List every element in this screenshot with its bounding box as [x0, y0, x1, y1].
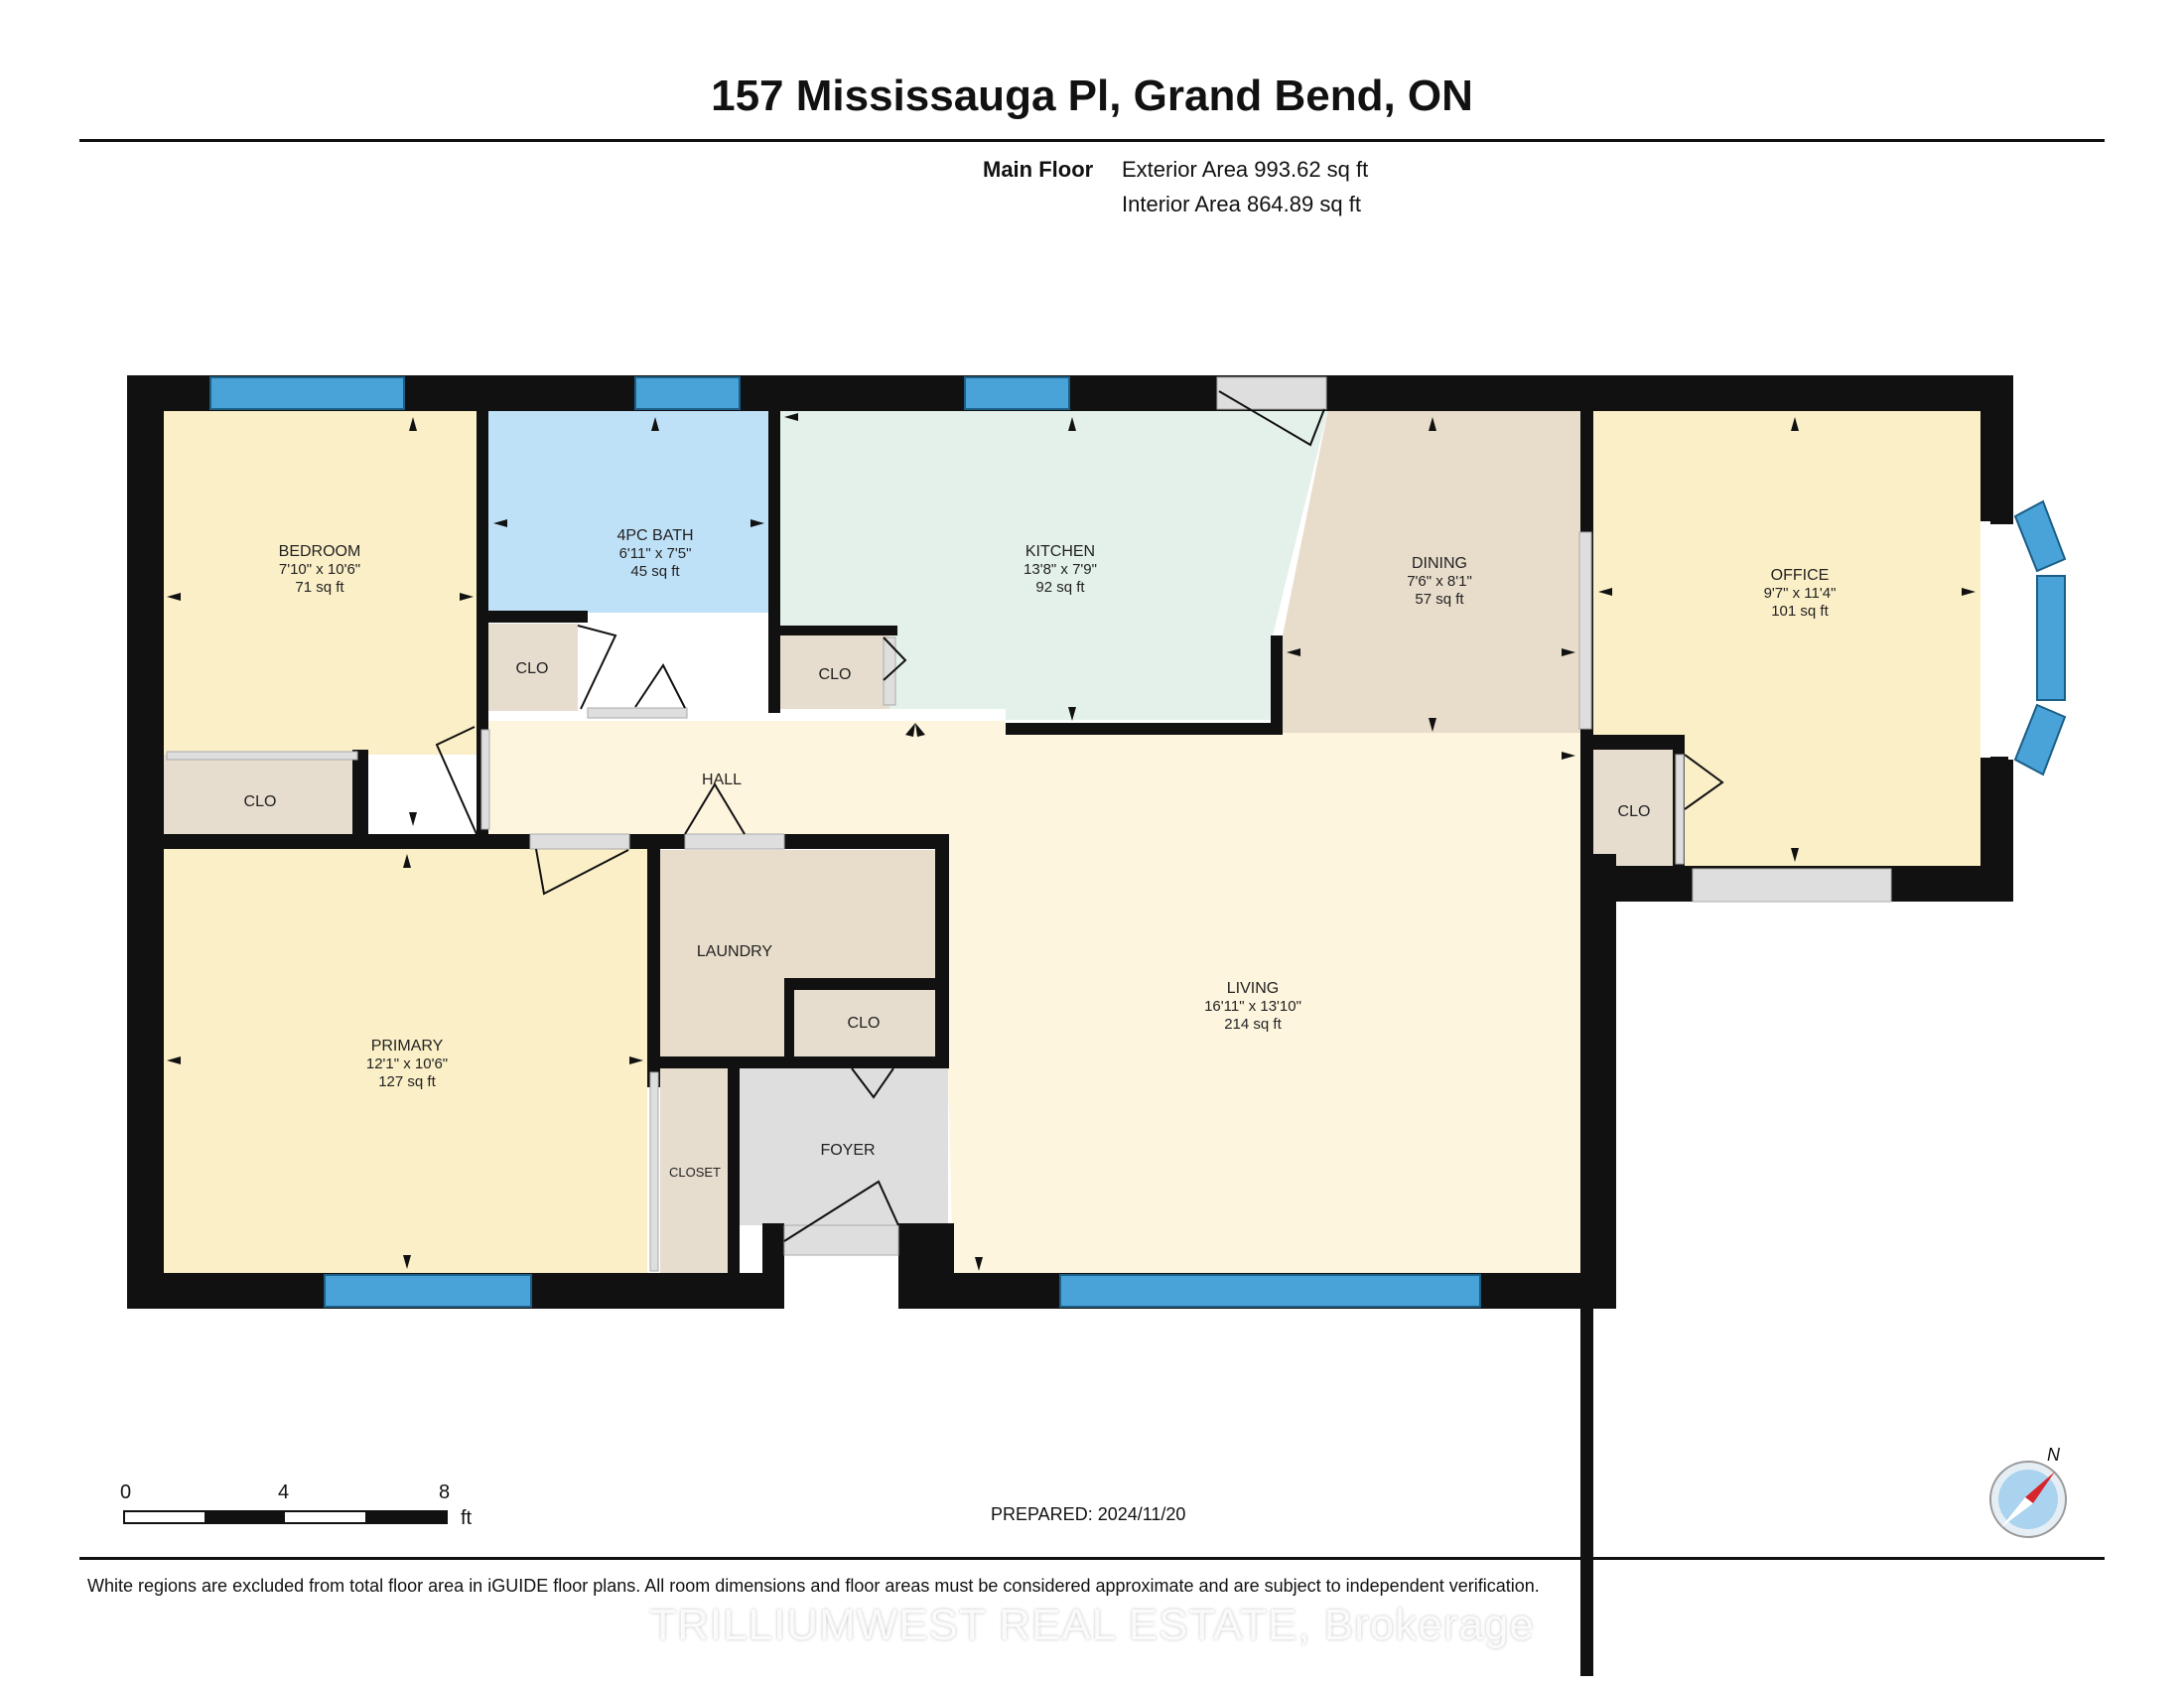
foyer-area	[740, 1068, 948, 1225]
dining-dims: 7'6" x 8'1"	[1407, 573, 1472, 590]
bedroom-dims: 7'10" x 10'6"	[279, 561, 360, 578]
door-openings	[166, 376, 1892, 1272]
hall-name: HALL	[702, 772, 742, 788]
primary-area	[164, 849, 647, 1273]
interior-area: Interior Area 864.89 sq ft	[1122, 192, 1361, 216]
prepared-date: PREPARED: 2024/11/20	[991, 1504, 1186, 1524]
scale-unit: ft	[461, 1507, 473, 1529]
dining-name: DINING	[1412, 555, 1467, 572]
compass-icon	[1989, 1461, 2067, 1538]
kitchen-name: KITCHEN	[1025, 543, 1095, 560]
office-closet	[1593, 750, 1673, 866]
office-name: OFFICE	[1771, 567, 1830, 584]
bedroom-closet-label: CLO	[244, 793, 277, 810]
laundry-closet-label: CLO	[848, 1015, 881, 1032]
bath-closet-label: CLO	[516, 660, 549, 677]
bath-name: 4PC BATH	[616, 527, 693, 544]
exterior-area: Exterior Area 993.62 sq ft	[1122, 157, 1369, 182]
scale-tick-8: 8	[439, 1481, 451, 1503]
bath-closet	[488, 624, 578, 711]
kitchen-area-text: 92 sq ft	[1035, 579, 1085, 596]
bedroom-area-text: 71 sq ft	[295, 579, 344, 596]
living-name: LIVING	[1227, 980, 1279, 997]
dimension-markers	[167, 413, 1976, 1271]
primary-area-text: 127 sq ft	[378, 1073, 436, 1090]
title-divider	[79, 139, 2105, 142]
compass-north-label: N	[2047, 1445, 2060, 1465]
bath-area	[488, 409, 768, 613]
office-closet-label: CLO	[1618, 803, 1651, 820]
kitchen-dims: 13'8" x 7'9"	[1024, 561, 1097, 578]
hall-living-area	[488, 721, 1580, 1273]
footer-divider	[79, 1557, 2105, 1560]
door-swings	[435, 390, 1724, 1242]
foyer-name: FOYER	[820, 1142, 875, 1159]
scale-tick-4: 4	[278, 1481, 290, 1503]
bedroom-area	[164, 409, 477, 755]
laundry-closet	[792, 990, 936, 1056]
dining-area-text: 57 sq ft	[1415, 591, 1464, 608]
living-area-text: 214 sq ft	[1224, 1016, 1282, 1033]
kitchen-closet-label: CLO	[819, 666, 852, 683]
bay-window-opening	[1980, 521, 1990, 758]
page-title: 157 Mississauga Pl, Grand Bend, ON	[711, 71, 1473, 120]
scale-tick-0: 0	[120, 1481, 132, 1503]
floor-label: Main Floor	[983, 157, 1094, 182]
laundry-name: LAUNDRY	[697, 943, 773, 960]
primary-closet	[660, 1068, 728, 1273]
scale-bar	[123, 1510, 448, 1524]
watermark: TRILLIUMWEST REAL ESTATE, Brokerage	[649, 1601, 1535, 1649]
dining-area	[1283, 409, 1580, 735]
bedroom-name: BEDROOM	[279, 543, 361, 560]
kitchen-closet	[780, 633, 889, 709]
bedroom-closet	[164, 755, 362, 834]
footnote: White regions are excluded from total fl…	[87, 1576, 1540, 1596]
living-dims: 16'11" x 13'10"	[1204, 998, 1301, 1015]
bay-window-frame	[1980, 483, 2008, 796]
bath-dims: 6'11" x 7'5"	[619, 545, 692, 562]
primary-name: PRIMARY	[371, 1038, 444, 1055]
office-dims: 9'7" x 11'4"	[1764, 585, 1837, 602]
primary-dims: 12'1" x 10'6"	[366, 1055, 448, 1072]
bath-area-text: 45 sq ft	[630, 563, 680, 580]
closet-name: CLOSET	[669, 1165, 721, 1180]
office-area-text: 101 sq ft	[1771, 603, 1829, 620]
windows	[209, 376, 2067, 1308]
kitchen-area	[780, 409, 1328, 720]
